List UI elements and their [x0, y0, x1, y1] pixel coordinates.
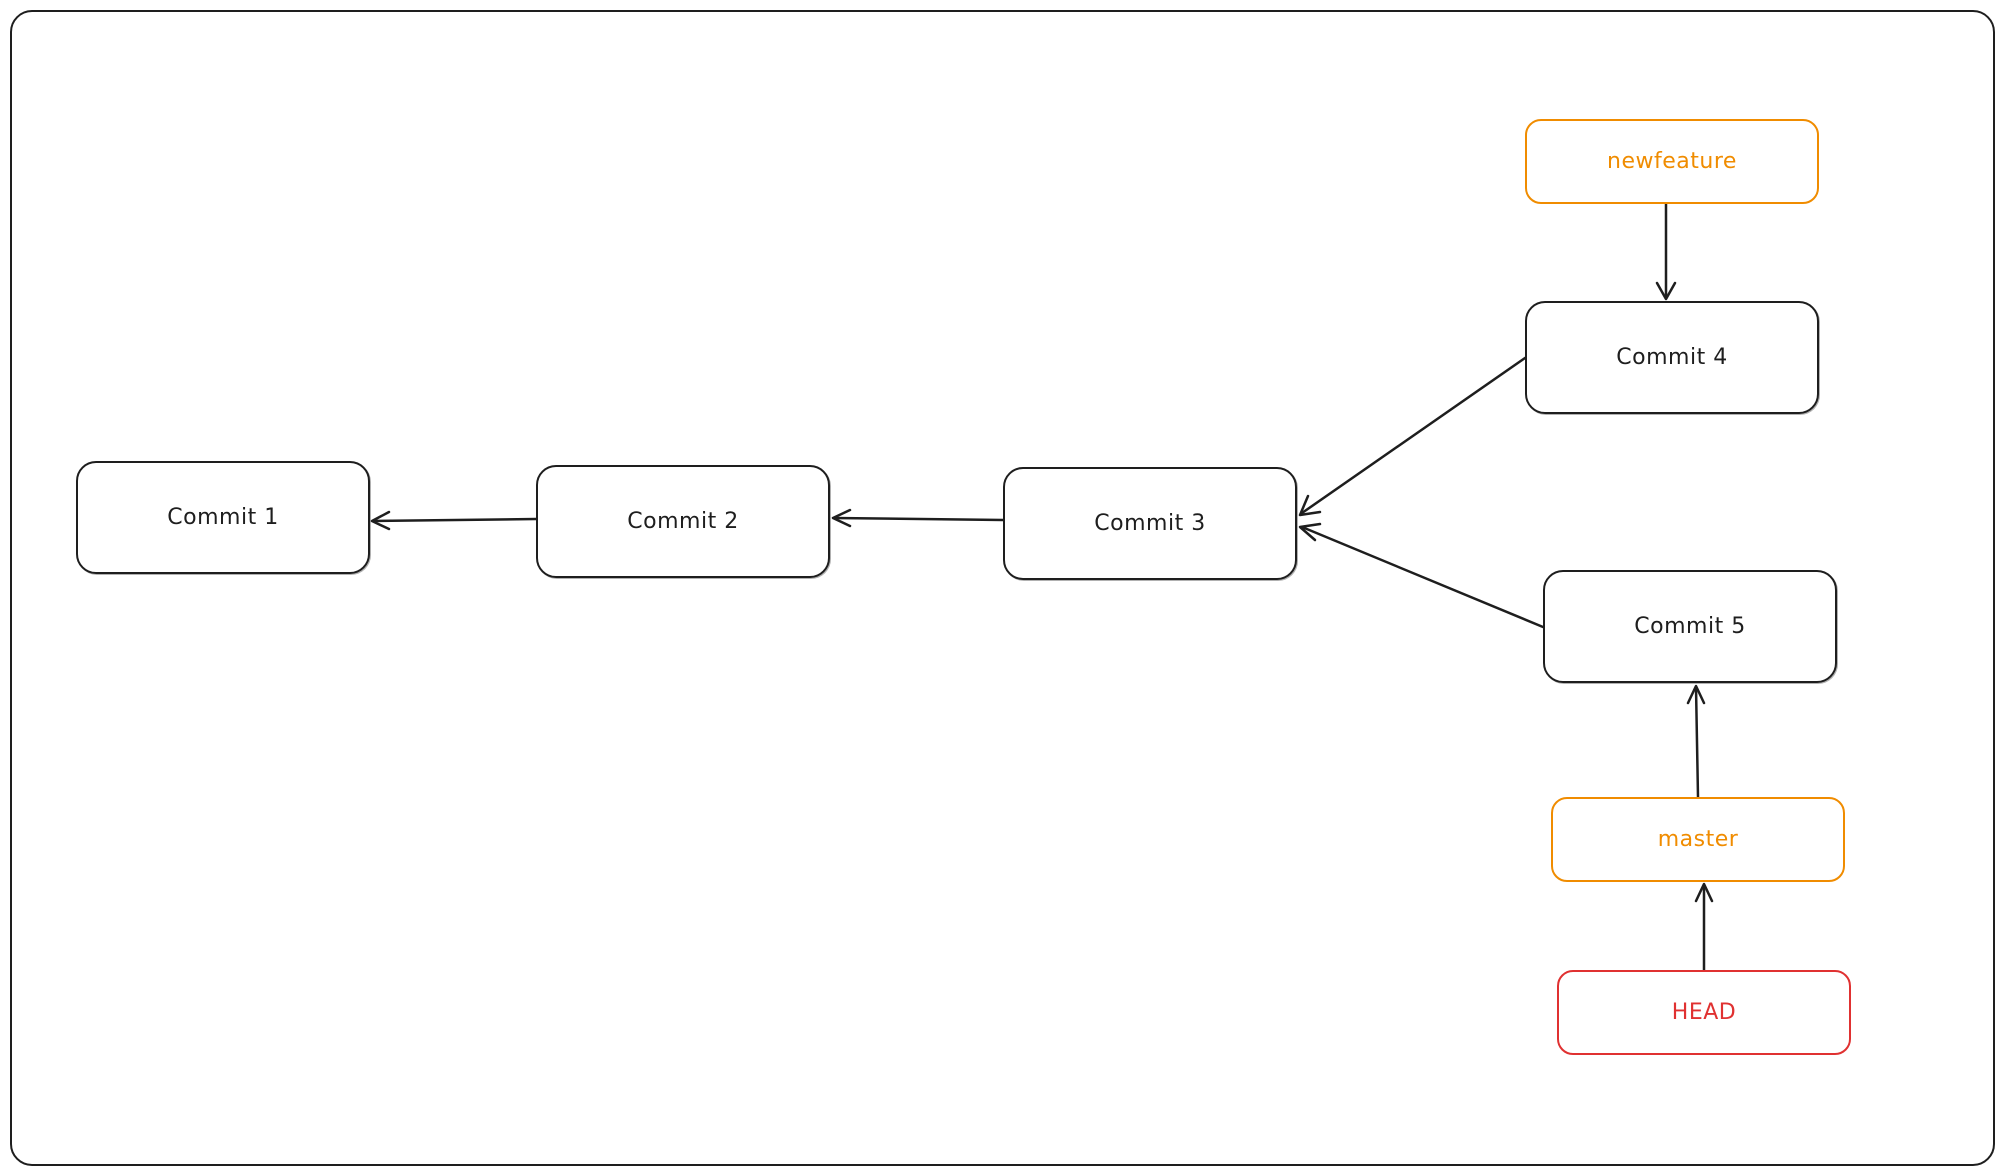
- commit-4-label: Commit 4: [1616, 345, 1728, 370]
- edge-commit-2-to-commit-1: [370, 510, 538, 531]
- branch-newfeature-label: newfeature: [1607, 149, 1737, 174]
- commit-2-label: Commit 2: [627, 509, 739, 534]
- commit-3-node[interactable]: Commit 3: [1003, 467, 1297, 580]
- branch-master-label: master: [1657, 827, 1739, 852]
- edge-newfeature-to-commit-4: [1655, 202, 1677, 301]
- commit-5-node[interactable]: Commit 5: [1543, 570, 1837, 683]
- commit-4-node[interactable]: Commit 4: [1525, 301, 1819, 414]
- branch-master-node[interactable]: master: [1551, 797, 1845, 882]
- commit-2-node[interactable]: Commit 2: [536, 465, 830, 578]
- head-pointer-node[interactable]: HEAD: [1557, 970, 1851, 1055]
- branch-newfeature-node[interactable]: newfeature: [1525, 119, 1819, 204]
- head-pointer-label: HEAD: [1671, 1000, 1737, 1025]
- commit-5-label: Commit 5: [1634, 614, 1746, 639]
- edge-commit-3-to-commit-2: [831, 508, 1005, 528]
- edge-head-to-master: [1694, 882, 1714, 972]
- commit-3-label: Commit 3: [1094, 511, 1206, 536]
- edge-commit-5-to-commit-3: [1298, 522, 1545, 629]
- edge-commit-4-to-commit-3: [1298, 356, 1527, 517]
- commit-1-node[interactable]: Commit 1: [76, 461, 370, 574]
- commit-1-label: Commit 1: [167, 505, 279, 530]
- edge-master-to-commit-5: [1686, 684, 1706, 799]
